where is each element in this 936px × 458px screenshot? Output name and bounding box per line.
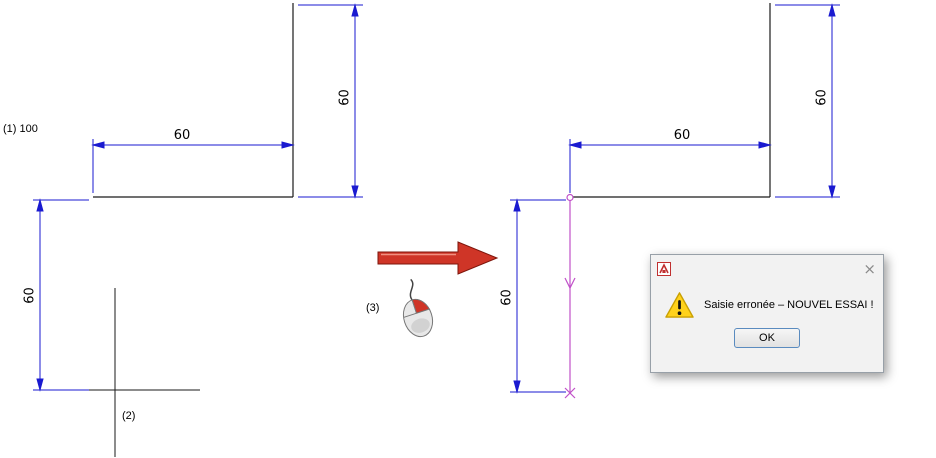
left-crosshair-cursor <box>35 288 200 457</box>
dialog-message: Saisie erronée – NOUVEL ESSAI ! <box>704 299 874 311</box>
error-dialog: × Saisie erronée – NOUVEL ESSAI ! OK <box>650 254 884 373</box>
right-click-mouse-icon <box>402 278 434 338</box>
left-dimension-width <box>91 139 295 193</box>
right-rubberband-segment <box>564 193 576 399</box>
annotation-step1: (1) 100 <box>3 123 38 135</box>
cursor-x-marker <box>564 387 576 399</box>
left-dimension-height-left <box>33 198 89 392</box>
left-width-dim-label: 60 <box>173 128 191 143</box>
app-icon <box>657 262 671 276</box>
close-icon[interactable]: × <box>863 259 876 278</box>
mouse-right-button <box>411 299 431 314</box>
right-dimension-width <box>568 139 772 193</box>
left-step-geometry <box>93 3 294 198</box>
snap-node-marker <box>566 193 574 202</box>
annotation-step2: (2) <box>122 410 136 422</box>
ok-button[interactable]: OK <box>734 328 800 348</box>
left-height-left-dim-label: 60 <box>22 287 38 304</box>
right-width-dim-label: 60 <box>673 128 691 143</box>
mouse-cable <box>409 278 414 301</box>
right-dimension-height-left <box>510 198 566 394</box>
red-transition-arrow-icon <box>377 241 499 275</box>
dialog-button-row: OK <box>651 328 883 348</box>
left-dimension-height-right <box>298 3 363 199</box>
right-height-right-dim-label: 60 <box>814 89 830 106</box>
dialog-titlebar[interactable]: × <box>651 255 883 280</box>
warning-icon <box>665 292 694 318</box>
right-height-left-dim-label: 60 <box>499 289 515 306</box>
annotation-step3: (3) <box>366 302 380 314</box>
right-step-geometry <box>570 3 771 198</box>
right-dimension-height-right <box>775 3 840 199</box>
direction-arrow-marker <box>564 277 576 290</box>
dialog-body: Saisie erronée – NOUVEL ESSAI ! <box>651 280 883 319</box>
left-height-right-dim-label: 60 <box>337 89 353 106</box>
